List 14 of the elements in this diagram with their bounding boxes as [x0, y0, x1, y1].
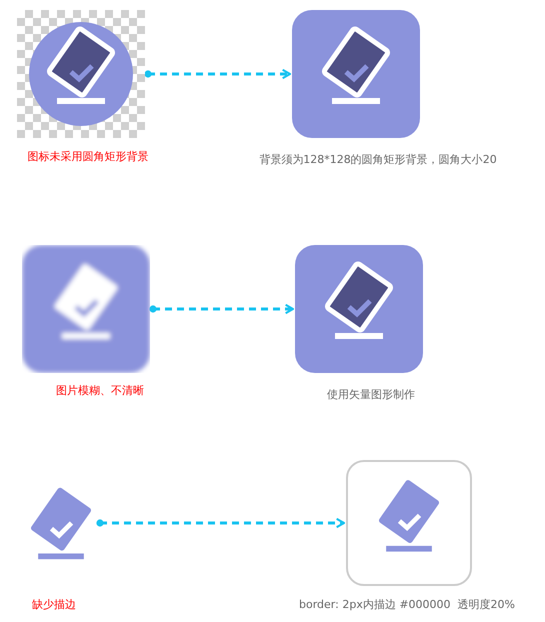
node-label: 背景须为128*128的圆角矩形背景，圆角大小20 [259, 152, 497, 167]
dashed-arrow [149, 304, 294, 314]
picture [17, 10, 145, 138]
dashed-arrow [144, 68, 292, 80]
picture [292, 10, 420, 138]
dashed-arrow [96, 518, 346, 528]
node-label: 缺少描边 [32, 597, 76, 612]
picture [346, 460, 472, 586]
node-label: border: 2px内描边 #000000 透明度20% [299, 597, 515, 612]
picture [22, 245, 150, 373]
node-label: 图标未采用圆角矩形背景 [28, 149, 148, 164]
node-label: 使用矢量图形制作 [327, 387, 415, 402]
picture [295, 245, 423, 373]
node-label: 图片模糊、不清晰 [56, 383, 144, 398]
